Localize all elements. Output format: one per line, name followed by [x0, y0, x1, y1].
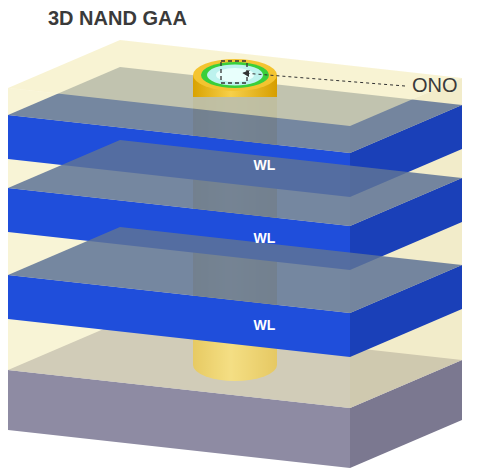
title: 3D NAND GAA [48, 7, 187, 30]
dielectric-top [8, 40, 462, 126]
wordline-top [8, 227, 462, 313]
leader-line [243, 73, 405, 86]
detail-box [221, 61, 247, 83]
pillar-cap-ring [193, 59, 277, 91]
wordline-top [8, 140, 462, 226]
pillar-cap-ring [216, 68, 254, 82]
wordline-label: WL [254, 318, 276, 333]
wordline-label: WL [254, 158, 276, 173]
wordline-label: WL [254, 231, 276, 246]
wordline-band: WL [251, 156, 279, 175]
wordline-band: WL [251, 229, 279, 248]
callout-label: ONO [412, 74, 458, 97]
wordline-band: WL [251, 316, 279, 335]
pillar-cap-ring [201, 62, 269, 88]
